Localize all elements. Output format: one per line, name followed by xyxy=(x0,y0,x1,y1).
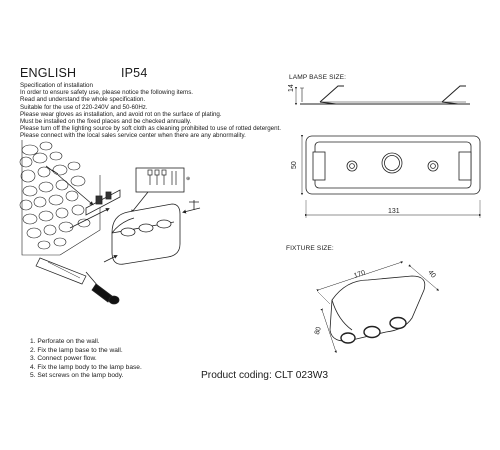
step-item: 3. Connect power flow. xyxy=(30,355,97,363)
installation-illustration: ⊕ xyxy=(19,140,201,305)
document-header: ENGLISH IP54 xyxy=(20,66,147,80)
step-item: 2. Fix the lamp base to the wall. xyxy=(30,346,123,354)
fixture-length-dim: 170 xyxy=(353,270,366,280)
base-depth-dim: 50 xyxy=(291,161,298,169)
fixture-depth-dim: 40 xyxy=(426,269,436,280)
specification-text: Specification of installation In order t… xyxy=(20,82,281,140)
ip-rating: IP54 xyxy=(120,66,148,80)
step-item: 1. Perforate on the wall. xyxy=(30,338,100,345)
spec-line: Suitable for the use of 220-240V and 50-… xyxy=(20,103,148,111)
language-heading: ENGLISH xyxy=(20,66,77,80)
product-coding: Product coding: CLT 023W3 xyxy=(201,370,329,381)
spec-line: Please wear gloves as installation, and … xyxy=(20,110,222,118)
step-item: 4. Fix the lamp body to the lamp base. xyxy=(30,363,142,371)
lamp-base-drawing xyxy=(294,85,482,218)
fixture-size-label: FIXTURE SIZE: xyxy=(286,245,334,252)
svg-text:⊕: ⊕ xyxy=(186,176,190,182)
step-item: 5. Set screws on the lamp body. xyxy=(30,372,124,380)
fixture-drawing xyxy=(316,261,439,354)
spec-line: Please connect with the local sales serv… xyxy=(20,132,246,140)
spec-line: Must be installed on the fixed places an… xyxy=(20,118,192,126)
spec-line: Specification of installation xyxy=(20,82,93,89)
spec-line: Read and understand the whole specificat… xyxy=(20,96,146,104)
spec-line: In order to ensure safety use, please no… xyxy=(20,89,194,97)
lamp-base-label: LAMP BASE SIZE: xyxy=(289,74,347,81)
base-width-dim: 131 xyxy=(388,208,400,215)
spec-line: Please turn off the lighting source by s… xyxy=(20,125,281,133)
fixture-height-dim: 80 xyxy=(314,326,323,336)
base-height-dim: 14 xyxy=(288,84,295,92)
stone-wall xyxy=(19,140,101,256)
installation-steps: 1. Perforate on the wall. 2. Fix the lam… xyxy=(30,338,142,381)
